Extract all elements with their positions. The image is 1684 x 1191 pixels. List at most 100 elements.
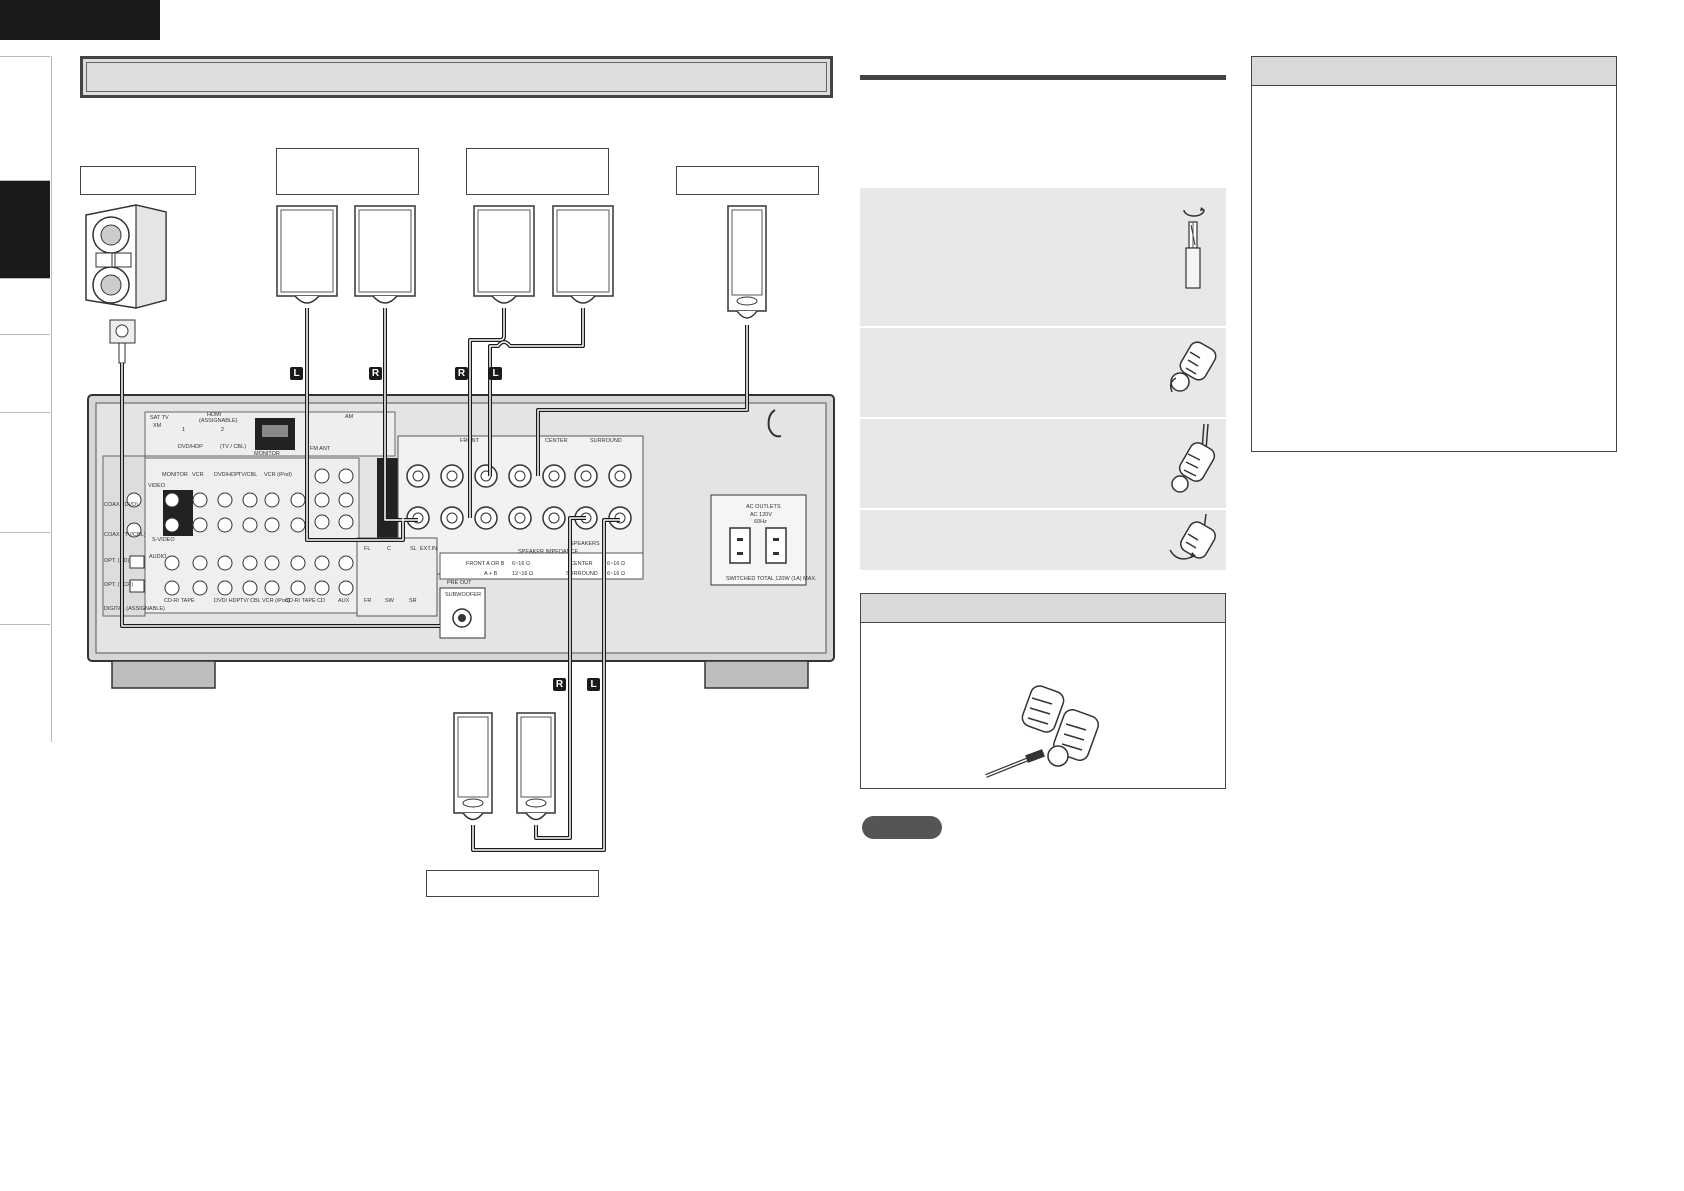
ac-hz-label: 60Hz <box>754 519 767 525</box>
side-nav-item-7[interactable] <box>0 624 50 743</box>
tv-cbl-hdmi-label: (TV / CBL) <box>220 444 246 450</box>
front-speakers-label-box <box>276 148 419 195</box>
terminal-tighten-icon <box>1169 514 1216 560</box>
hdmi-label: HDMI <box>207 412 222 418</box>
center-speaker-label-box <box>676 166 819 195</box>
connection-steps-panel <box>860 188 1226 570</box>
note-label-pill <box>862 816 942 839</box>
banana-plug-box <box>860 593 1226 789</box>
sl-label: SL <box>410 546 417 552</box>
fm-ant-label: FM ANT <box>310 446 331 452</box>
front-a-or-b-value: 6~16 Ω <box>512 561 530 567</box>
stripped-wire-icon <box>1183 207 1205 289</box>
a-plus-b-value: 12~16 Ω <box>512 571 533 577</box>
front-a-or-b-label: FRONT A OR B <box>466 561 505 567</box>
badge-surround-back-left: L <box>587 678 600 691</box>
surround-back-right-speaker <box>516 712 556 821</box>
s-video-label: S-VIDEO <box>152 537 175 543</box>
step-separator-1 <box>860 326 1226 328</box>
side-nav-item-3[interactable] <box>0 278 50 335</box>
audio-label: AUDIO <box>149 554 167 560</box>
center-impedance-value: 6~16 Ω <box>607 561 625 567</box>
side-nav-item-5[interactable] <box>0 412 50 533</box>
fr-label: FR <box>364 598 371 604</box>
ext-in-label: EXT.IN <box>420 546 437 552</box>
assignable-label: (ASSIGNABLE) <box>199 418 238 424</box>
optical-vcr-label: OPT. (VCR) <box>104 582 133 588</box>
center-impedance-label: CENTER <box>570 561 593 567</box>
speaker-impedance-label: SPEAKER IMPEDANCE <box>518 549 579 555</box>
section-heading-banner <box>80 56 833 98</box>
vcr-ipod-label: VCR (iPod) <box>264 472 292 478</box>
pre-out-label: PRE OUT <box>447 580 472 586</box>
badge-front-left: L <box>290 367 303 380</box>
ac-outlets-label: AC OUTLETS <box>746 504 781 510</box>
video-label: VIDEO <box>148 483 166 489</box>
sr-label: SR <box>409 598 417 604</box>
tv-cbl-label: TV/CBL <box>238 472 257 478</box>
center-terminal-label: CENTER <box>545 438 568 444</box>
speakers-label: SPEAKERS <box>570 541 600 547</box>
center-speaker <box>727 205 767 319</box>
terminal-loosen-icon <box>1169 341 1217 393</box>
surround-terminal-label: SURROUND <box>590 438 622 444</box>
dvd-hdp-label: DVD/HDP <box>214 472 239 478</box>
side-nav-item-6[interactable] <box>0 532 50 625</box>
banana-plug-box-header <box>861 594 1225 623</box>
surround-impedance-label: SURROUND <box>566 571 598 577</box>
banana-plug-illustration <box>985 685 1099 778</box>
step-separator-2 <box>860 417 1226 419</box>
hdmi-2-label: 2 <box>221 427 224 433</box>
badge-surround-right: R <box>455 367 468 380</box>
cd-tape-2-label: CD-R/ TAPE <box>285 598 316 604</box>
monitor-out-label: MONITOR <box>254 451 280 457</box>
side-nav-item-2-active[interactable] <box>0 180 50 279</box>
right-info-box-header <box>1252 57 1616 86</box>
digital-assignable-label: DIGITAL (ASSIGNABLE) <box>104 606 165 612</box>
top-language-tab[interactable] <box>0 0 160 40</box>
connection-diagram: SAT TV XM HDMI (ASSIGNABLE) 1 2 DVD/HDP … <box>85 204 835 852</box>
hdmi-1-label: 1 <box>182 427 185 433</box>
surround-left-speaker <box>473 205 535 304</box>
step-separator-3 <box>860 508 1226 510</box>
receiver-rear-panel <box>87 394 835 689</box>
surround-back-left-speaker <box>453 712 493 821</box>
side-nav-item-4[interactable] <box>0 334 50 413</box>
dvd-hdp-audio-label: DVD/ HDP <box>214 598 241 604</box>
tv-cbl-audio-label: TV/ CBL <box>240 598 261 604</box>
cd-label: CD <box>317 598 325 604</box>
front-left-speaker <box>276 205 338 304</box>
surround-impedance-value: 6~16 Ω <box>607 571 625 577</box>
xm-label: XM <box>153 423 162 429</box>
side-navigation <box>0 56 52 742</box>
surround-speakers-label-box <box>466 148 609 195</box>
right-info-box <box>1251 56 1617 452</box>
sw-label: SW <box>385 598 395 604</box>
c-label: C <box>387 546 391 552</box>
fl-label: FL <box>364 546 370 552</box>
optical-cd-label: OPT. (CD) <box>104 558 130 564</box>
side-nav-item-1[interactable] <box>0 56 50 181</box>
am-label: AM <box>345 414 354 420</box>
a-plus-b-label: A + B <box>484 571 498 577</box>
badge-front-right: R <box>369 367 382 380</box>
badge-surround-left: L <box>489 367 502 380</box>
surround-right-speaker <box>552 205 614 304</box>
vcr-ipod-audio-label: VCR (iPod) <box>262 598 290 604</box>
vcr-label: VCR <box>192 472 204 478</box>
badge-surround-back-right: R <box>553 678 566 691</box>
cd-tape-label: CD-R/ TAPE <box>164 598 195 604</box>
subwoofer-out-label: SUBWOOFER <box>445 592 481 598</box>
coax-tv-label: COAX. (TV/CBL) <box>104 532 146 538</box>
wire-insert-icon <box>1171 424 1216 493</box>
ac-120v-label: AC 120V <box>750 512 772 518</box>
surround-back-label-box <box>426 870 599 897</box>
switched-total-label: SWITCHED TOTAL 120W (1A) MAX. <box>726 576 817 582</box>
dvd-hdp-hdmi-label: DVD/HDP <box>178 444 203 450</box>
monitor-label: MONITOR <box>162 472 188 478</box>
aux-label: AUX <box>338 598 350 604</box>
front-right-speaker <box>354 205 416 304</box>
sat-tv-label: SAT TV <box>150 415 169 421</box>
subwoofer-label-box <box>80 166 196 195</box>
subwoofer-illustration <box>85 204 167 364</box>
